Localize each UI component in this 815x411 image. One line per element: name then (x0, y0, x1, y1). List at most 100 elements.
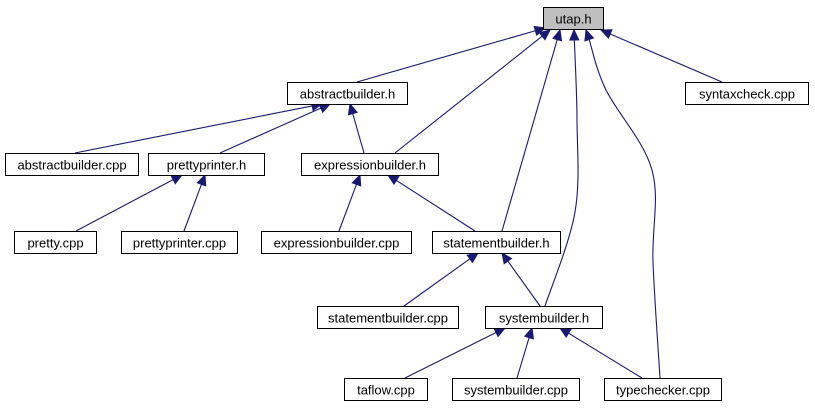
edge-line (74, 105, 313, 154)
arrowhead-icon (386, 174, 400, 186)
node-box (5, 153, 139, 176)
edge-line (568, 332, 643, 379)
node-systembuilder-h[interactable]: systembuilder.h (485, 306, 603, 329)
nodes-layer: utap.h abstractbuilder.h syntaxcheck.cpp ab… (5, 7, 809, 401)
edge-line (516, 337, 530, 379)
node-box (287, 82, 408, 105)
node-statementbuilder-cpp[interactable]: statementbuilder.cpp (317, 306, 459, 329)
node-box (485, 306, 603, 329)
node-label: statementbuilder.cpp (328, 311, 448, 326)
node-label: pretty.cpp (27, 236, 83, 251)
node-label: typechecker.cpp (616, 383, 710, 398)
arrowhead-icon (351, 173, 362, 187)
arrowhead-icon (584, 28, 595, 42)
node-box (604, 378, 722, 401)
edge-taflow_cpp-to-systembuilder_h (404, 327, 507, 379)
edge-expressionbuilder_h-to-abstractbuilder_h (347, 102, 365, 154)
arrowhead-icon (569, 28, 580, 41)
edge-pretty_cpp-to-prettyprinter_h (75, 174, 184, 232)
edge-line (183, 184, 203, 232)
edge-prettyprinter_h-to-abstractbuilder_h (219, 103, 332, 154)
node-abstractbuilder-h[interactable]: abstractbuilder.h (287, 82, 408, 105)
node-syntaxcheck-cpp[interactable]: syntaxcheck.cpp (685, 82, 809, 105)
arrowhead-icon (196, 173, 207, 187)
edge-line (501, 39, 558, 232)
node-box (432, 231, 561, 254)
edge-line (352, 113, 365, 154)
node-label: syntaxcheck.cpp (699, 87, 795, 102)
edge-syntaxcheck_cpp-to-utap_h (599, 29, 723, 83)
arrowhead-icon (493, 327, 507, 338)
node-expressionbuilder-h[interactable]: expressionbuilder.h (301, 153, 439, 176)
node-taflow-cpp[interactable]: taflow.cpp (344, 378, 428, 401)
node-utap-h: utap.h (543, 7, 604, 30)
arrowhead-icon (558, 327, 572, 338)
edge-line (219, 107, 322, 154)
edge-line (507, 260, 541, 307)
edge-line (544, 39, 579, 307)
edge-line (588, 39, 661, 379)
arrowhead-icon (466, 252, 479, 264)
node-box (344, 378, 428, 401)
node-label: taflow.cpp (357, 383, 415, 398)
node-label: prettyprinter.cpp (133, 236, 226, 251)
edge-typechecker_cpp-to-systembuilder_h (558, 327, 643, 379)
edge-statementbuilder_h-to-utap_h (501, 28, 563, 232)
edge-abstractbuilder_cpp-to-abstractbuilder_h (74, 100, 324, 154)
edge-line (356, 30, 536, 83)
arrowhead-icon (523, 326, 535, 340)
edge-systembuilder_h-to-statementbuilder_h (501, 252, 541, 307)
node-label: abstractbuilder.cpp (17, 158, 126, 173)
edge-line (338, 184, 358, 232)
node-box (317, 306, 459, 329)
node-typechecker-cpp[interactable]: typechecker.cpp (604, 378, 722, 401)
node-label: expressionbuilder.cpp (274, 236, 400, 251)
node-prettyprinter-h[interactable]: prettyprinter.h (148, 153, 265, 176)
node-label: statementbuilder.h (443, 236, 549, 251)
edge-typechecker_cpp-to-utap_h (584, 28, 661, 379)
node-box (301, 153, 439, 176)
node-pretty-cpp[interactable]: pretty.cpp (14, 231, 97, 254)
arrowhead-icon (538, 29, 551, 41)
node-label: utap.h (555, 12, 591, 27)
edge-line (75, 179, 174, 232)
edge-line (394, 35, 543, 154)
node-abstractbuilder-cpp[interactable]: abstractbuilder.cpp (5, 153, 139, 176)
edge-statementbuilder_h-to-expressionbuilder_h (386, 174, 476, 232)
node-box (148, 153, 265, 176)
node-label: systembuilder.cpp (464, 383, 568, 398)
node-prettyprinter-cpp[interactable]: prettyprinter.cpp (121, 231, 238, 254)
node-box (452, 378, 580, 401)
node-statementbuilder-h[interactable]: statementbuilder.h (432, 231, 561, 254)
node-box (543, 7, 604, 30)
node-expressionbuilder-cpp[interactable]: expressionbuilder.cpp (261, 231, 412, 254)
arrowhead-icon (533, 25, 547, 36)
edge-line (403, 258, 471, 307)
edge-prettyprinter_cpp-to-prettyprinter_h (183, 173, 207, 232)
edge-systembuilder_h-to-utap_h (544, 28, 580, 307)
arrowhead-icon (599, 29, 613, 39)
node-label: systembuilder.h (499, 311, 589, 326)
edge-statementbuilder_cpp-to-statementbuilder_h (403, 252, 479, 307)
edge-line (609, 33, 723, 83)
arrowhead-icon (552, 28, 563, 42)
node-box (261, 231, 412, 254)
edge-expressionbuilder_cpp-to-expressionbuilder_h (338, 173, 362, 232)
node-label: abstractbuilder.h (300, 87, 395, 102)
node-systembuilder-cpp[interactable]: systembuilder.cpp (452, 378, 580, 401)
edges-layer (74, 25, 723, 379)
arrowhead-icon (347, 102, 358, 116)
node-box (14, 231, 97, 254)
node-box (121, 231, 238, 254)
node-label: prettyprinter.h (167, 158, 247, 173)
node-label: expressionbuilder.h (314, 158, 426, 173)
arrowhead-icon (170, 174, 184, 185)
arrowhead-icon (501, 252, 513, 265)
arrowhead-icon (318, 103, 332, 114)
edge-expressionbuilder_h-to-utap_h (394, 29, 551, 154)
edge-line (396, 179, 476, 232)
edge-line (404, 331, 497, 379)
node-box (685, 82, 809, 105)
edge-systembuilder_cpp-to-systembuilder_h (516, 326, 535, 379)
